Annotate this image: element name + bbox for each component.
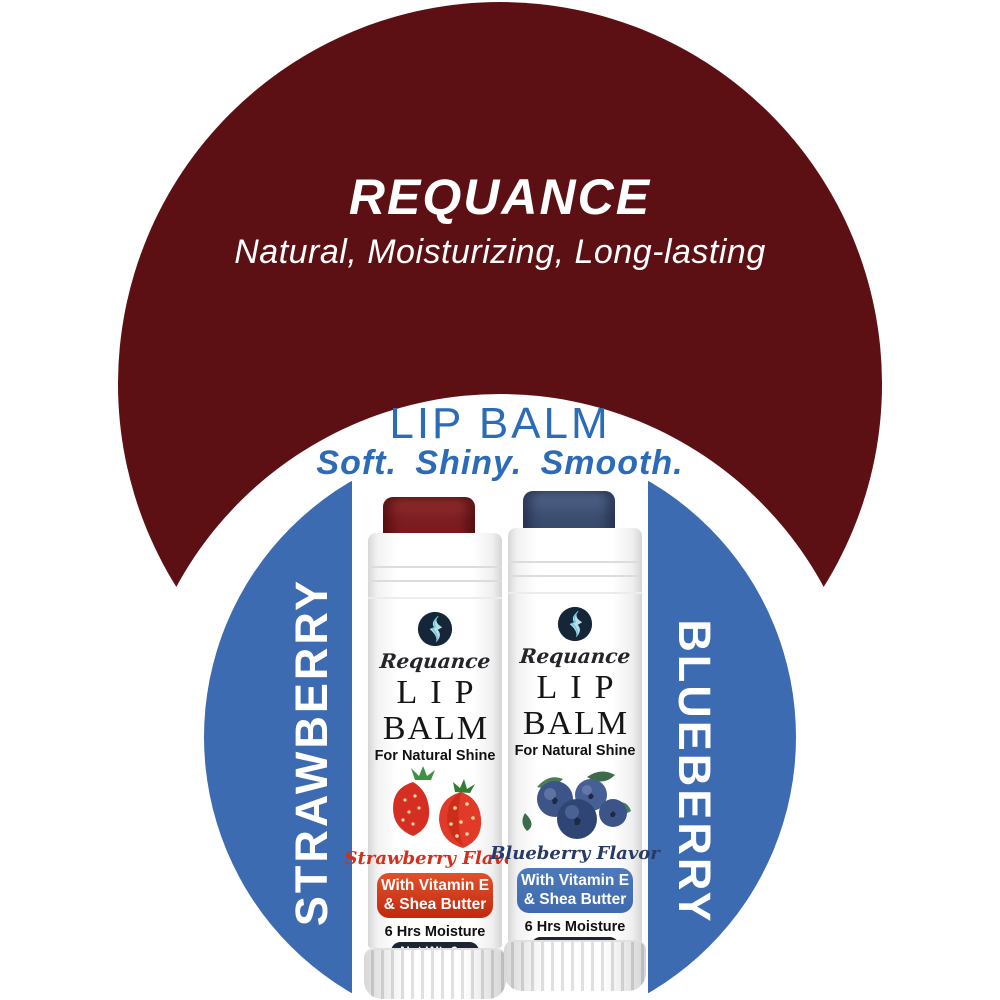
label-title-lip: LIP [536,669,627,706]
moisture-claim: 6 Hrs Moisture [524,919,626,935]
flavor-text: Strawberry Flavor [344,848,526,869]
side-label-strawberry: STRAWBERRY [286,577,337,927]
label-title-balm: BALM [382,710,490,747]
ingredients-badge: With Vitamin E & Shea Butter [517,868,633,913]
brand-tagline: Natural, Moisturizing, Long-lasting [234,233,766,271]
product-label: Requance LIP BALM For Natural Shine [345,599,525,979]
requance-logo-icon [557,606,593,642]
blueberries-image [522,771,631,839]
strawberries-image [393,766,482,848]
side-label-blueberry: BLUEBERRY [669,619,720,925]
label-edge [508,592,642,594]
tube-groove [508,575,642,577]
blueberry-calyx [552,793,616,825]
tube-ribbed-base [504,940,646,991]
hero-title: LIP BALM [389,399,611,448]
label-brand-script: Requance [518,644,632,668]
tube-body: Requance LIP BALM For Natural Shine [345,533,525,979]
label-subtitle: For Natural Shine [514,743,636,759]
badge-line2: & Shea Butter [383,896,487,913]
badge-line1: With Vitamin E [380,877,490,894]
product-label: Requance LIP BALM For Natural Shine [490,594,660,974]
hero-subtitle: Soft. Shiny. Smooth. [316,444,684,482]
requance-logo-icon [417,611,453,647]
label-subtitle: For Natural Shine [374,748,496,764]
label-title-balm: BALM [522,705,630,742]
tube-body: Requance LIP BALM For Natural Shine [490,528,660,974]
tube-groove [368,580,502,582]
flavor-text: Blueberry Flavor [490,843,660,864]
brand-title: REQUANCE [348,169,652,225]
product-tube-strawberry: Requance LIP BALM For Natural Shine [345,490,525,1000]
badge-line2: & Shea Butter [523,891,627,908]
tube-ribbed-base [364,948,506,999]
label-edge [368,597,502,599]
tube-groove [368,566,502,568]
label-brand-script: Requance [378,649,492,673]
moisture-claim: 6 Hrs Moisture [384,924,486,940]
strawberry-seeds [401,794,475,838]
ingredients-badge: With Vitamin E & Shea Butter [377,873,493,918]
product-tube-blueberry: Requance LIP BALM For Natural Shine [490,485,660,1000]
label-title-lip: LIP [396,674,487,711]
badge-line1: With Vitamin E [520,872,630,889]
tube-groove [508,561,642,563]
